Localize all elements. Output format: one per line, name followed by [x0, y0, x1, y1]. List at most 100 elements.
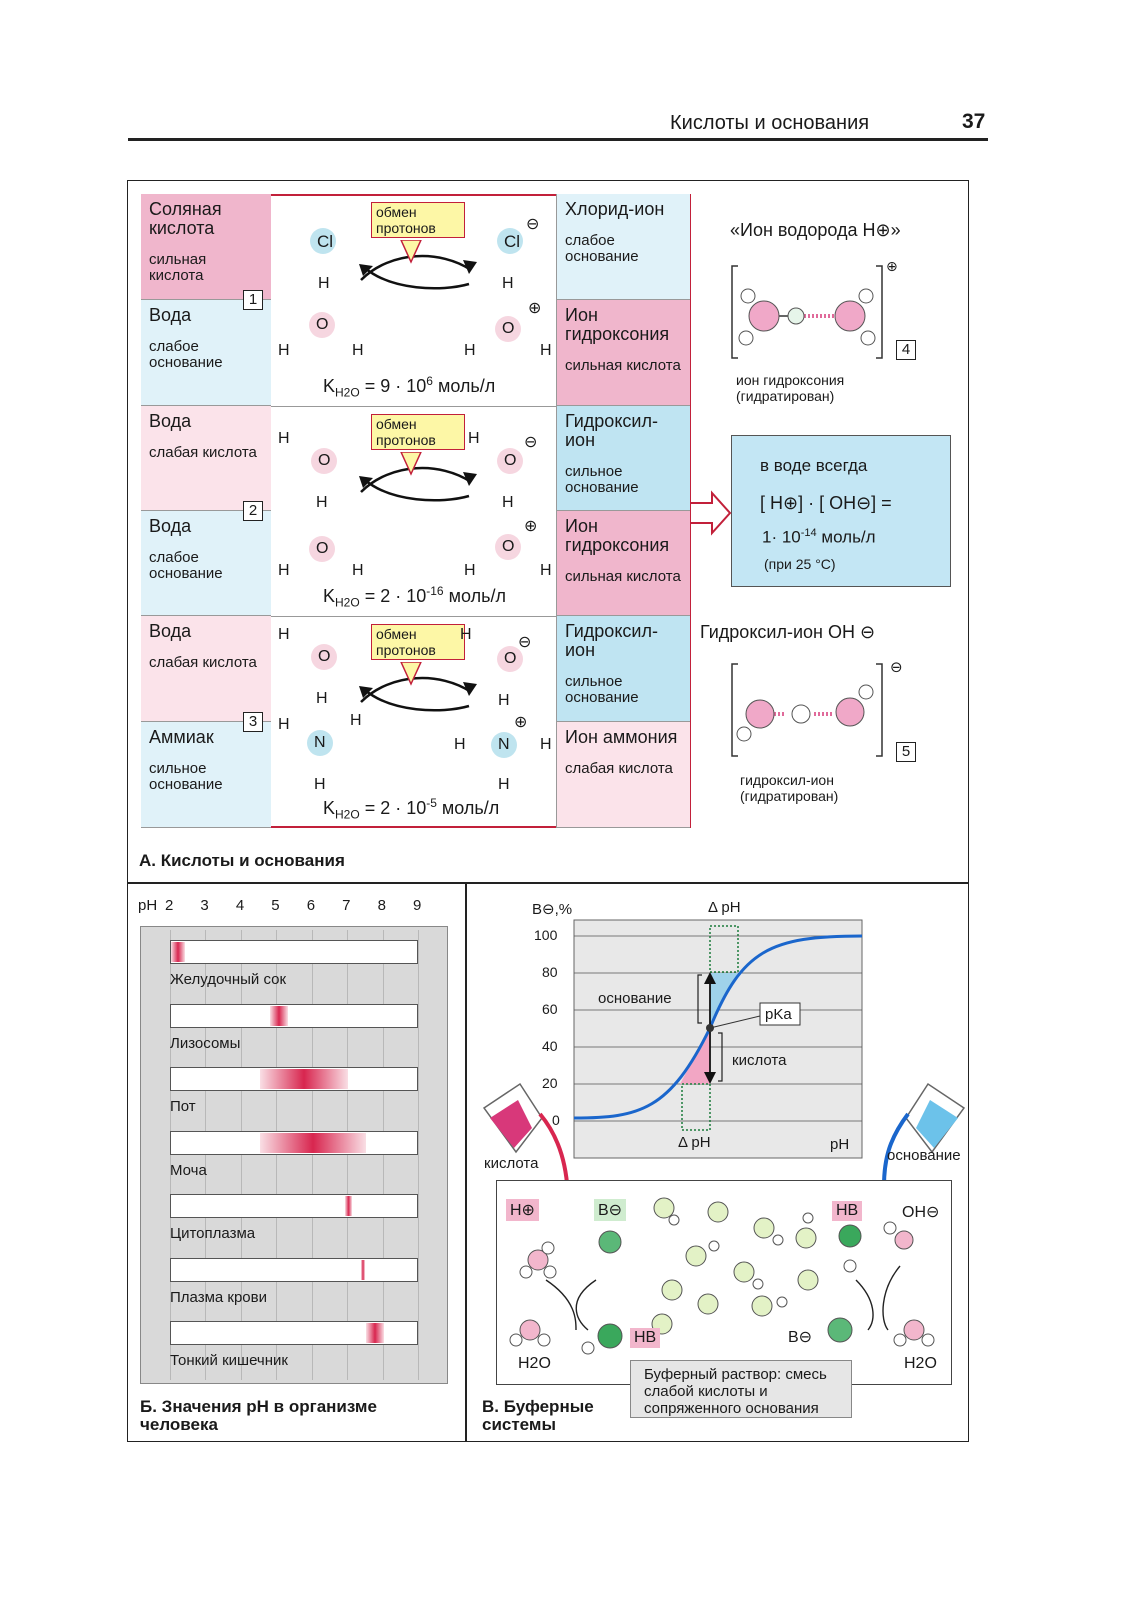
- row3-right-o: O: [504, 650, 517, 667]
- ph-strip-1: [170, 940, 418, 964]
- ph-band-label-7: Тонкий кишечник: [170, 1352, 288, 1369]
- ph-strip-2: [170, 1003, 418, 1028]
- row3-k-symbol: K: [323, 798, 336, 818]
- row1-right-top-cell: Хлорид-ион слабое основание: [556, 194, 690, 300]
- section-divider-v: [465, 882, 467, 1442]
- row1-right-bottom-sub: сильная кислота: [565, 357, 681, 374]
- water-box-line3: 1· 10-14 моль/л: [762, 527, 876, 548]
- chart-ytick-60: 60: [542, 1001, 558, 1017]
- ph-gridline-8: [382, 930, 384, 1380]
- arrow-to-water-box: [689, 490, 732, 536]
- row1-right-o-circle: [495, 316, 521, 342]
- water-box-line3-mantissa: 1· 10: [762, 527, 801, 547]
- row3-number: 3: [243, 712, 263, 732]
- water-box-line4: (при 25 °C): [764, 556, 836, 572]
- row1-left-o: O: [316, 316, 329, 333]
- row3-k-unit: моль/л: [436, 798, 500, 818]
- hydroxyl-minus-sign: ⊖: [890, 659, 903, 676]
- ph-band-label-1: Желудочный сок: [170, 971, 287, 988]
- hydronium-caption: ион гидроксония (гидратирован): [736, 372, 845, 404]
- row1-left-top-name: Соляная кислота: [149, 199, 222, 238]
- row1-equilibrium-constant: KH2O = 9 · 106 моль/л: [323, 374, 495, 400]
- chart-pka-label: pKa: [765, 1006, 792, 1023]
- species-h2o-right: H2O: [904, 1355, 937, 1372]
- row1-right-bottom-name: Ион гидроксония: [565, 305, 670, 344]
- ph-tick-5: 5: [271, 897, 280, 914]
- header-rule: [128, 138, 988, 141]
- ph-gridline-2: [170, 930, 171, 1380]
- ph-band-label-6: Плазма крови: [170, 1288, 268, 1306]
- row3-left-h1: H: [278, 626, 290, 643]
- row2-right-top-name: Гидроксил-ион: [565, 411, 658, 450]
- row3-right-nh3: H: [498, 776, 510, 793]
- ph-strip-6: [170, 1257, 418, 1282]
- row1-k-symbol: K: [323, 376, 336, 396]
- row2-right-bot-o: O: [502, 538, 515, 555]
- section-divider-h: [127, 882, 969, 884]
- chart-delta-ph-bottom: Δ pH: [678, 1134, 711, 1151]
- row2-left-h2: H: [316, 494, 328, 511]
- hydrogen-ion-title: «Ион водорода H⊕»: [730, 220, 901, 240]
- ph-gridline-9: [418, 930, 419, 1380]
- page-header-title: Кислоты и основания: [670, 112, 870, 134]
- row2-k-symbol: K: [323, 586, 336, 606]
- row1-left-o-circle: [309, 312, 335, 338]
- ph-band-1: [171, 942, 186, 962]
- row3-left-nh3: H: [314, 776, 326, 793]
- row3-left-nh1: H: [278, 716, 290, 733]
- chart-acid-label: кислота: [732, 1052, 787, 1069]
- row3-right-o-circle: [497, 646, 523, 672]
- row2-right-bot-h1: H: [464, 562, 476, 579]
- section-a-title: А. Кислоты и основания: [139, 851, 345, 870]
- page-number: 37: [962, 110, 986, 133]
- row2-right-bot-h2: H: [540, 562, 552, 579]
- row3-right-top-h: H: [498, 692, 510, 709]
- row1-k-value: = 9 · 10: [359, 376, 427, 396]
- row2-right-bottom-name: Ион гидроксония: [565, 516, 670, 555]
- row3-left-nh2: H: [350, 712, 362, 729]
- row2-left-bottom-sub: слабое основание: [149, 549, 223, 582]
- chart-ytick-40: 40: [542, 1038, 558, 1054]
- water-box-line3-exp: -14: [800, 527, 817, 539]
- row1-left-bottom-sub: слабое основание: [149, 338, 223, 371]
- row2-left-top-name: Вода: [149, 411, 192, 431]
- chart-base-label: основание: [598, 990, 672, 1007]
- row1-right-top-name: Хлорид-ион: [565, 199, 665, 219]
- row2-k-exponent: -16: [426, 584, 444, 598]
- row3-left-n-circle: [307, 730, 333, 756]
- ph-strip-5: [170, 1194, 418, 1218]
- ph-band-5: [344, 1196, 352, 1216]
- buffer-titration-chart: [573, 919, 863, 1159]
- row3-right-bottom-name: Ион аммония: [565, 727, 678, 747]
- row1-right-cl-charge: ⊖: [526, 216, 540, 233]
- row3-right-nh2: H: [540, 736, 552, 753]
- row1-right-bottom-cell: Ион гидроксония сильная кислота: [556, 300, 690, 406]
- row3-right-minus: ⊖: [518, 634, 532, 651]
- ph-band-2: [270, 1005, 288, 1026]
- ph-band-4: [259, 1132, 366, 1153]
- row2-left-bot-h1: H: [278, 562, 290, 579]
- species-hb-right: HB: [832, 1201, 863, 1221]
- row1-right-h2: H: [540, 342, 552, 359]
- row3-k-exponent: -5: [426, 796, 437, 810]
- row1-right-h: H: [502, 275, 514, 292]
- row3-left-o: O: [318, 648, 331, 665]
- row2-callout: обмен протонов: [371, 414, 465, 450]
- ph-panel: [140, 926, 448, 1384]
- row1-right-plus: ⊕: [528, 300, 542, 317]
- row3-exchange-arrows: [359, 662, 477, 712]
- hydronium-hydrated-diagram: [731, 265, 883, 359]
- row1-right-top-sub: слабое основание: [565, 232, 639, 265]
- row1-left-h: H: [318, 275, 330, 292]
- buffer-note: Буферный раствор: смесь слабой кислоты и…: [644, 1366, 827, 1417]
- hydroxyl-ion-title: Гидроксил-ион OH ⊖: [700, 622, 876, 642]
- row3-left-h2: H: [316, 690, 328, 707]
- row1-k-exponent: 6: [426, 374, 433, 388]
- row2-right-plus: ⊕: [524, 518, 538, 535]
